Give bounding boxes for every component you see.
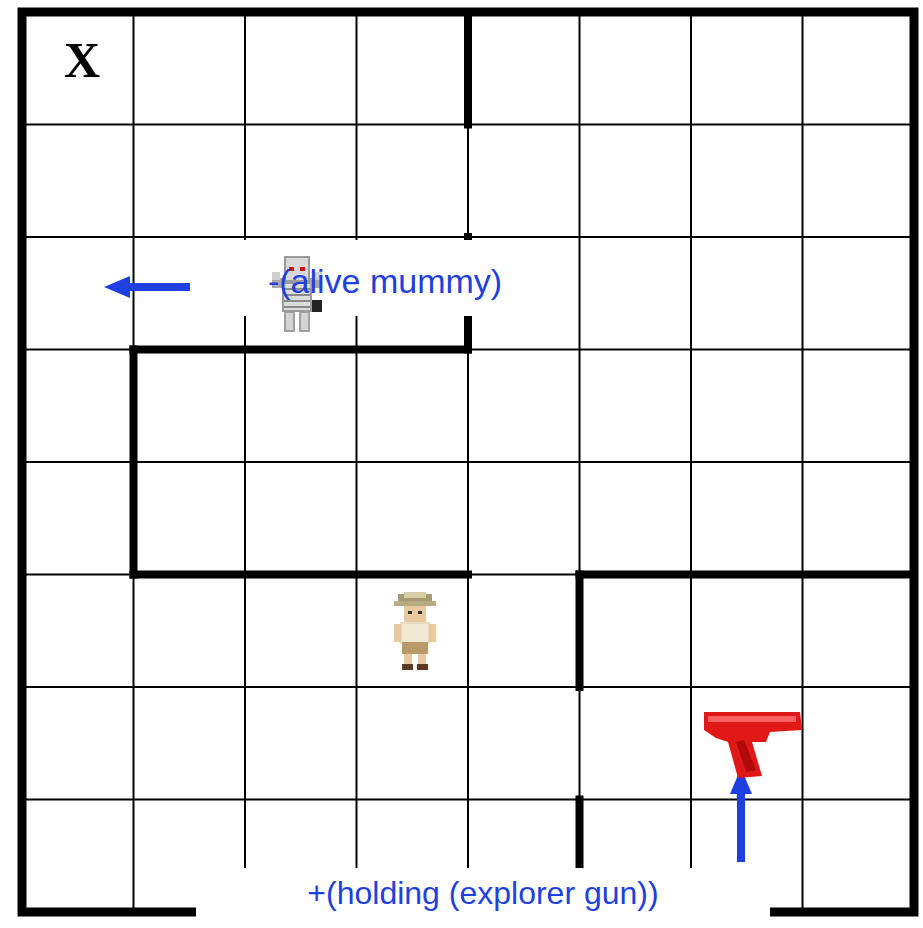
gun-sprite xyxy=(704,712,802,778)
grid-line xyxy=(22,799,914,801)
grid-line xyxy=(690,12,692,912)
grid-line xyxy=(22,686,914,688)
grid-line xyxy=(22,461,914,463)
grid-line xyxy=(133,12,135,912)
arrow-head xyxy=(104,276,130,298)
grid-line xyxy=(579,12,581,912)
grid-line xyxy=(22,349,914,351)
effect-arrow xyxy=(125,283,190,291)
grid xyxy=(22,12,914,912)
maze-wall xyxy=(580,571,915,579)
grid-line xyxy=(22,574,914,576)
cell-marker: X xyxy=(64,31,100,89)
maze-wall xyxy=(576,575,584,688)
grid-line xyxy=(802,12,804,912)
maze-wall xyxy=(464,12,472,125)
maze-wall xyxy=(134,346,469,354)
effect-label: -(alive mummy) xyxy=(268,262,502,301)
maze-wall xyxy=(134,571,469,579)
maze-wall xyxy=(130,350,138,575)
label-patch xyxy=(196,868,770,920)
explorer-sprite xyxy=(394,592,436,670)
label-patch xyxy=(200,240,570,316)
effect-arrow xyxy=(737,792,745,862)
effect-label: +(holding (explorer gun)) xyxy=(307,875,658,912)
outer-wall xyxy=(22,12,914,912)
